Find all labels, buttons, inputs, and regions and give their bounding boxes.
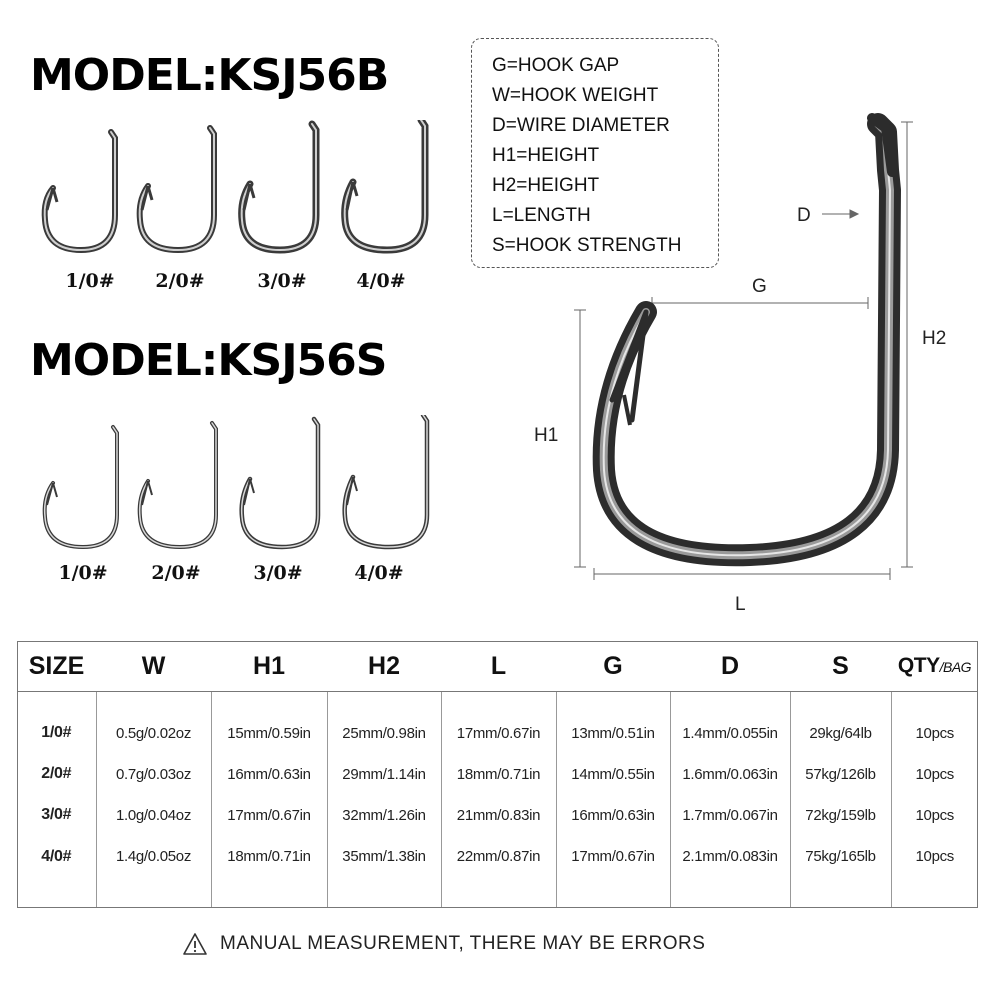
cell-h1: 15mm/0.59in	[210, 712, 327, 754]
cell-l: 22mm/0.87in	[440, 835, 556, 878]
header-d: D	[670, 641, 790, 692]
cell-g: 16mm/0.63in	[555, 794, 670, 836]
cell-qty: 10pcs	[890, 753, 978, 795]
cell-s: 72kg/159lb	[789, 794, 891, 836]
model-b-title: MODEL:KSJ56B	[30, 50, 389, 101]
table-row: 4/0# 1.4g/0.05oz 18mm/0.71in 35mm/1.38in…	[17, 835, 978, 878]
hook-icon	[239, 416, 321, 550]
cell-d: 1.4mm/0.055in	[669, 712, 790, 754]
cell-size: 1/0#	[41, 724, 72, 742]
cell-l: 21mm/0.83in	[440, 794, 556, 836]
label-g: G	[752, 276, 767, 297]
legend-item: H2=HEIGHT	[492, 175, 600, 196]
size-label: 3/0#	[257, 270, 307, 292]
cell-h1: 16mm/0.63in	[210, 753, 327, 795]
cell-w: 1.4g/0.05oz	[95, 835, 211, 878]
header-qty: QTY/BAG	[891, 641, 978, 692]
header-w: W	[96, 641, 211, 692]
header-s: S	[790, 641, 891, 692]
cell-h2: 32mm/1.26in	[326, 794, 441, 836]
label-h1: H1	[534, 425, 559, 446]
legend-box: G=HOOK GAP W=HOOK WEIGHT D=WIRE DIAMETER…	[471, 38, 719, 268]
size-label: 3/0#	[253, 562, 303, 584]
hook-icon	[137, 421, 218, 550]
warning-icon	[183, 933, 207, 955]
model-s-title: MODEL:KSJ56S	[30, 335, 387, 386]
label-h2: H2	[922, 328, 947, 349]
cell-h1: 17mm/0.67in	[210, 794, 327, 836]
hook-icon	[136, 125, 217, 254]
legend-item: G=HOOK GAP	[492, 55, 620, 76]
size-label: 4/0#	[354, 562, 404, 584]
cell-s: 57kg/126lb	[789, 753, 891, 795]
table-header-row: SIZE W H1 H2 L G D S QTY/BAG	[17, 641, 978, 692]
table-spacer	[17, 691, 978, 713]
size-label: 1/0#	[58, 562, 108, 584]
cell-d: 1.7mm/0.067in	[669, 794, 790, 836]
cell-d: 1.6mm/0.063in	[669, 753, 790, 795]
size-label: 2/0#	[155, 270, 205, 292]
dimension-lines	[574, 121, 913, 580]
cell-size: 3/0#	[41, 806, 72, 824]
cell-qty: 10pcs	[890, 712, 978, 754]
header-size: SIZE	[17, 641, 96, 692]
hook-icon	[238, 120, 320, 254]
legend-item: L=LENGTH	[492, 205, 591, 226]
cell-h2: 29mm/1.14in	[326, 753, 441, 795]
cell-size: 2/0#	[41, 765, 72, 783]
spec-table: SIZE W H1 H2 L G D S QTY/BAG 1/0# 0.5g/0…	[17, 641, 978, 908]
legend-item: D=WIRE DIAMETER	[492, 115, 670, 136]
footer-note: MANUAL MEASUREMENT, THERE MAY BE ERRORS	[182, 930, 705, 958]
header-qty-label: QTY	[897, 654, 940, 677]
header-g: G	[556, 641, 670, 692]
footer-text: MANUAL MEASUREMENT, THERE MAY BE ERRORS	[220, 933, 706, 954]
cell-h2: 25mm/0.98in	[326, 712, 441, 754]
cell-h1: 18mm/0.71in	[210, 835, 327, 878]
table-row: 3/0# 1.0g/0.04oz 17mm/0.67in 32mm/1.26in…	[17, 794, 978, 836]
cell-qty: 10pcs	[890, 835, 978, 878]
header-h2: H2	[327, 641, 441, 692]
cell-l: 17mm/0.67in	[440, 712, 556, 754]
legend-item: S=HOOK STRENGTH	[492, 235, 682, 256]
cell-qty: 10pcs	[890, 794, 978, 836]
cell-size: 4/0#	[41, 847, 72, 865]
hook-icon	[41, 129, 118, 254]
header-h1: H1	[211, 641, 327, 692]
size-label: 4/0#	[356, 270, 406, 292]
legend-item: H1=HEIGHT	[492, 145, 600, 166]
cell-l: 18mm/0.71in	[440, 753, 556, 795]
legend-item: W=HOOK WEIGHT	[492, 85, 659, 106]
hook-dimension-diagram	[574, 113, 913, 580]
table-spacer	[17, 877, 978, 908]
header-qty-unit: /BAG	[939, 659, 972, 675]
table-row: 2/0# 0.7g/0.03oz 16mm/0.63in 29mm/1.14in…	[17, 753, 978, 795]
label-l: L	[735, 594, 746, 615]
cell-w: 0.7g/0.03oz	[95, 753, 211, 795]
label-d: D	[797, 205, 811, 226]
hook-icon	[341, 120, 429, 254]
hook-icon	[42, 425, 119, 550]
cell-w: 1.0g/0.04oz	[95, 794, 211, 836]
cell-g: 14mm/0.55in	[555, 753, 670, 795]
cell-h2: 35mm/1.38in	[326, 835, 441, 878]
header-l: L	[441, 641, 556, 692]
model-s-hooks	[25, 415, 445, 555]
cell-s: 75kg/165lb	[789, 835, 891, 878]
size-label: 1/0#	[65, 270, 115, 292]
cell-g: 13mm/0.51in	[555, 712, 670, 754]
size-label: 2/0#	[151, 562, 201, 584]
cell-d: 2.1mm/0.083in	[669, 835, 790, 878]
model-b-hooks	[25, 120, 445, 260]
cell-w: 0.5g/0.02oz	[95, 712, 211, 754]
hook-icon	[342, 415, 430, 550]
hook-icon	[592, 113, 901, 567]
cell-g: 17mm/0.67in	[555, 835, 670, 878]
cell-s: 29kg/64lb	[789, 712, 891, 754]
table-row: 1/0# 0.5g/0.02oz 15mm/0.59in 25mm/0.98in…	[17, 712, 978, 754]
